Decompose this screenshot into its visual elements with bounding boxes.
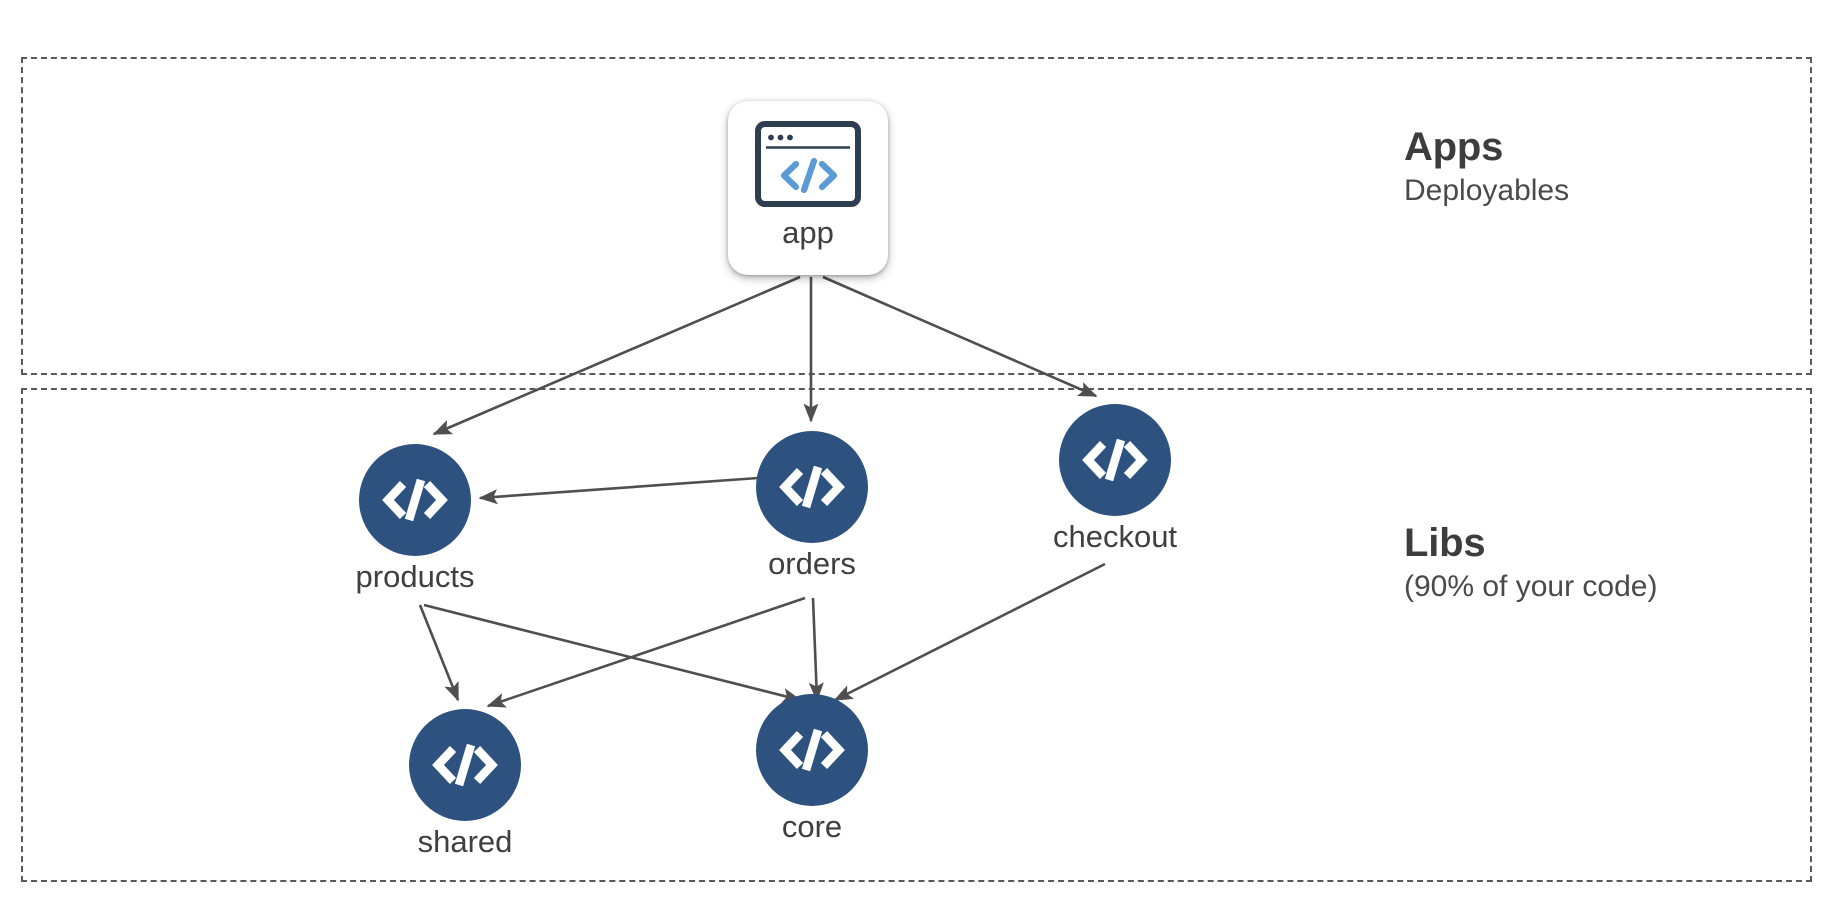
- code-icon: [1082, 438, 1148, 482]
- zone-apps-caption: Apps Deployables: [1404, 125, 1570, 208]
- node-shared-circle: [409, 709, 521, 821]
- node-core[interactable]: core: [756, 694, 868, 842]
- zone-apps-box: [21, 57, 1812, 375]
- code-icon: [382, 478, 448, 522]
- node-checkout-label: checkout: [1052, 519, 1178, 554]
- node-orders-label: orders: [768, 546, 856, 581]
- code-icon: [779, 728, 845, 772]
- node-shared[interactable]: shared: [409, 709, 521, 857]
- browser-code-icon: [755, 121, 861, 207]
- node-app[interactable]: app: [728, 101, 888, 275]
- node-shared-label: shared: [417, 824, 513, 859]
- node-checkout-circle: [1059, 404, 1171, 516]
- node-products-circle: [359, 444, 471, 556]
- node-app-label: app: [782, 215, 834, 250]
- node-core-circle: [756, 694, 868, 806]
- node-products[interactable]: products: [356, 444, 474, 592]
- zone-apps-subtitle: Deployables: [1404, 174, 1570, 208]
- node-checkout[interactable]: checkout: [1053, 404, 1177, 552]
- code-icon: [432, 743, 498, 787]
- zone-libs-caption: Libs (90% of your code): [1404, 521, 1658, 604]
- node-orders[interactable]: orders: [756, 431, 868, 579]
- zone-apps-title: Apps: [1404, 125, 1504, 169]
- zone-libs-title: Libs: [1404, 521, 1486, 565]
- code-icon: [779, 465, 845, 509]
- node-products-label: products: [355, 559, 475, 594]
- node-core-label: core: [781, 809, 843, 844]
- node-orders-circle: [756, 431, 868, 543]
- zone-libs-subtitle: (90% of your code): [1404, 570, 1658, 604]
- zone-libs-box: [21, 388, 1812, 882]
